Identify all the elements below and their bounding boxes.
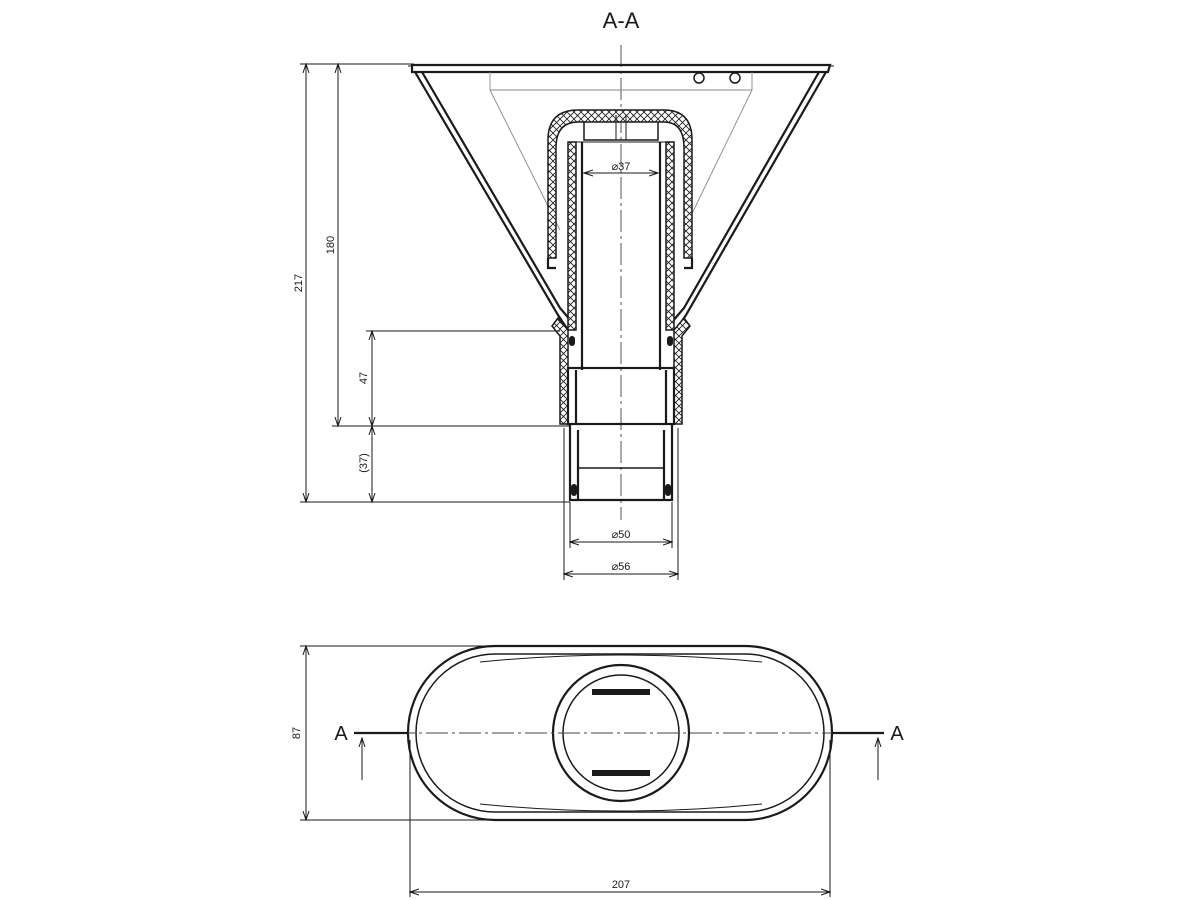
dimension-height-socket-label: 47: [358, 372, 370, 384]
section-marker-left-label: A: [334, 723, 348, 745]
section-view: A-A: [293, 8, 834, 580]
section-marker-left: A: [334, 723, 408, 780]
dimension-depth: 87: [291, 646, 620, 820]
funnel-rim: [408, 63, 834, 74]
dimension-diameter-pipe-label: ⌀50: [612, 529, 631, 541]
dimension-width: 207: [410, 740, 830, 897]
section-marker-right-label: A: [890, 723, 904, 745]
section-marker-right: A: [832, 723, 904, 780]
dimension-diameter-inner-label: ⌀37: [612, 161, 631, 173]
socket-body: [551, 316, 691, 426]
dimension-diameter-socket: ⌀56: [564, 428, 678, 580]
trap-cap: [546, 109, 694, 270]
spigot: [568, 424, 674, 502]
dimension-height-spigot-label: (37): [358, 453, 370, 473]
dimension-height-total-label: 217: [293, 274, 305, 292]
dimension-height-total: 217: [293, 64, 570, 502]
dimension-height-socket: 47: [358, 331, 560, 426]
dimension-height-spigot: (37): [358, 426, 372, 502]
section-title: A-A: [603, 8, 640, 33]
center-pipe: [567, 141, 675, 370]
vent-holes: [693, 72, 741, 84]
dimension-height-funnel: 180: [325, 64, 570, 426]
dimension-diameter-pipe: ⌀50: [570, 502, 672, 548]
dimension-diameter-inner: ⌀37: [584, 161, 658, 173]
dimension-width-label: 207: [612, 879, 630, 891]
top-view: A A 87 207: [291, 644, 904, 897]
dimension-height-funnel-label: 180: [325, 236, 337, 254]
dimension-depth-label: 87: [291, 727, 303, 739]
dimension-diameter-socket-label: ⌀56: [612, 561, 631, 573]
